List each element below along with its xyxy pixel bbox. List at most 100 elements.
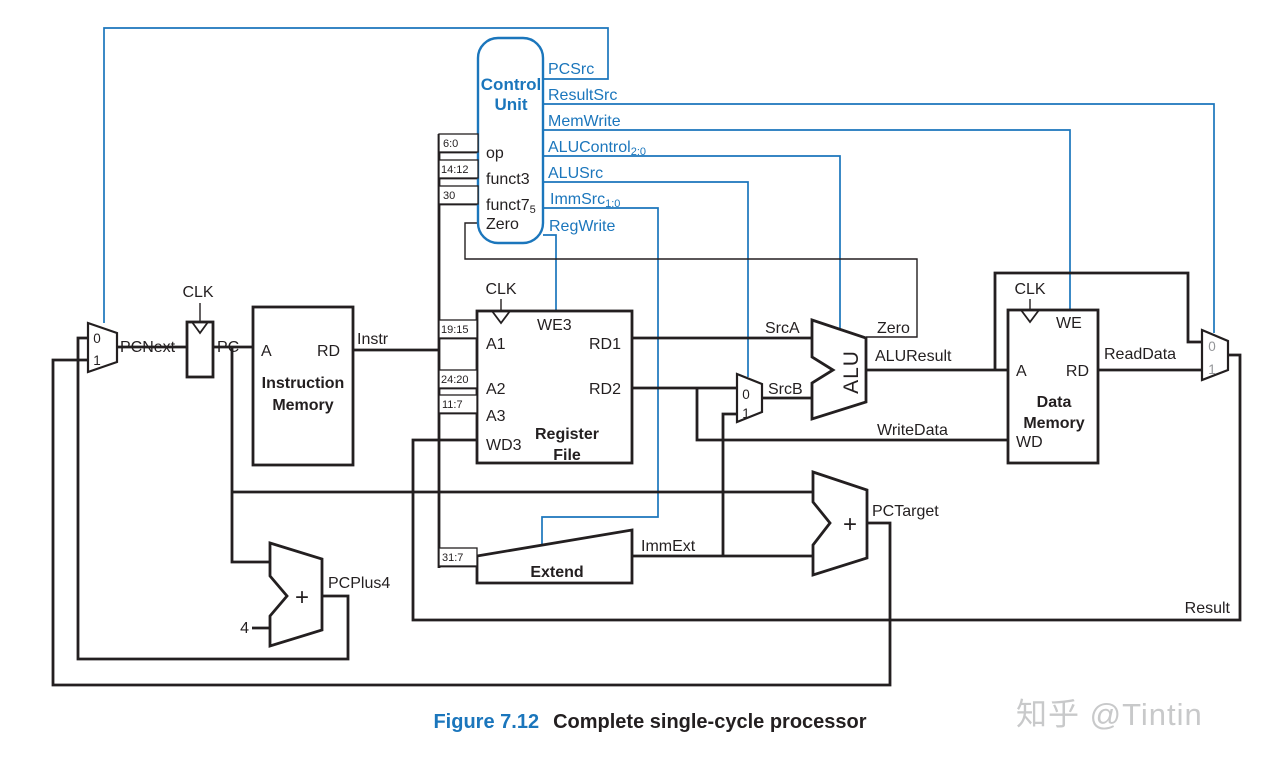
- imem-port-a: A: [261, 343, 272, 360]
- wire-writedata: [695, 388, 1008, 442]
- signal-aluresult: ALUResult: [875, 348, 952, 365]
- signal-readdata: ReadData: [1104, 346, 1176, 363]
- clock-wedge-pc: [191, 321, 209, 335]
- rf-port-a3: A3: [486, 408, 506, 425]
- wire-pcplus4: [76, 336, 350, 661]
- extend-unit-shape: [475, 528, 634, 585]
- wire-zero-loop: [464, 222, 918, 338]
- components: [86, 36, 1230, 648]
- signal-immext: ImmExt: [641, 538, 696, 555]
- execute-labels: SrcA 0 1 SrcB ALU Zero ALUResult WriteDa…: [742, 320, 952, 439]
- pcplus4-adder: [268, 541, 324, 648]
- pc-mux-0: 0: [93, 331, 101, 346]
- rf-port-rd2: RD2: [589, 381, 621, 398]
- instruction-memory-labels: A RD Instruction Memory Instr: [261, 331, 389, 414]
- wire-resultsrc: [543, 103, 1215, 333]
- pctarget-plus-sign: +: [843, 511, 857, 538]
- rf-port-a2: A2: [486, 381, 506, 398]
- imem-name-1: Instruction: [262, 375, 345, 392]
- bitfield-a2-label: 24:20: [441, 374, 469, 386]
- cu-port-zero: Zero: [486, 216, 519, 233]
- dm-port-wd: WD: [1016, 434, 1043, 451]
- cu-port-funct3: funct3: [486, 171, 530, 188]
- result-mux-0: 0: [1208, 339, 1216, 354]
- control-unit-title-2: Unit: [494, 95, 527, 114]
- signal-writedata: WriteData: [877, 422, 948, 439]
- dm-port-rd: RD: [1066, 363, 1089, 380]
- pctarget-adder: [811, 470, 869, 577]
- extend-labels: Extend ImmExt: [530, 538, 695, 581]
- wire-memwrite: [543, 129, 1071, 310]
- bitfield-funct7-label: 30: [443, 190, 455, 202]
- watermark: 知乎 @Tintin: [1016, 697, 1203, 732]
- constant-four: 4: [240, 620, 249, 637]
- bitfield-a1-box: [438, 319, 478, 339]
- fetch-labels: CLK 0 1 PCNext PC 4 + PCPlus4 + PCTarget: [93, 284, 939, 637]
- bitfield-op-label: 6:0: [443, 138, 458, 150]
- control-unit-title-1: Control: [481, 75, 541, 94]
- control-unit-labels: Control Unit op funct3 funct75 Zero PCSr…: [481, 61, 646, 235]
- result-mux: [1200, 328, 1230, 382]
- figure-caption-title: Complete single-cycle processor: [553, 711, 867, 733]
- clk-label-pc: CLK: [182, 284, 213, 301]
- rf-port-a1: A1: [486, 336, 506, 353]
- bitfield-boxes: 6:0 14:12 30 19:15 24:20 11:7 31:7: [438, 133, 479, 567]
- dm-port-we: WE: [1056, 315, 1082, 332]
- srcb-mux-0: 0: [742, 387, 750, 402]
- signal-regwrite: RegWrite: [549, 218, 615, 235]
- signal-srcb: SrcB: [768, 381, 803, 398]
- alu-shape: [810, 318, 868, 421]
- wire-pctarget: [51, 358, 892, 687]
- signal-immsrc: ImmSrc1:0: [550, 191, 620, 210]
- wire-bitfield-stubs: [439, 150, 478, 568]
- wire-alucontrol: [543, 155, 841, 329]
- memory-labels: CLK WE A RD WD Data Memory ReadData 0 1 …: [1014, 281, 1230, 617]
- srcb-mux: [735, 372, 764, 424]
- signal-pctarget: PCTarget: [872, 503, 939, 520]
- imem-port-rd: RD: [317, 343, 340, 360]
- clock-wedge-regfile: [491, 310, 511, 325]
- pc-mux: [86, 321, 119, 374]
- result-mux-1: 1: [1208, 362, 1216, 377]
- cu-port-op: op: [486, 145, 504, 162]
- control-wires: [103, 27, 1215, 545]
- pcplus4-plus-sign: +: [295, 584, 309, 611]
- bitfield-funct3-label: 14:12: [441, 164, 469, 176]
- instruction-memory-box: [251, 305, 355, 467]
- signal-zero: Zero: [877, 320, 910, 337]
- srcb-mux-1: 1: [742, 406, 750, 421]
- bitfield-a2-box: [438, 369, 478, 389]
- wire-regwrite: [543, 234, 557, 311]
- figure-caption-number: Figure 7.12: [433, 711, 539, 733]
- wire-result: [411, 353, 1242, 622]
- bitfield-a3-box: [438, 394, 478, 414]
- pc-mux-1: 1: [93, 353, 101, 368]
- bitfield-op-box: [438, 133, 479, 153]
- signal-memwrite: MemWrite: [548, 113, 621, 130]
- signal-resultsrc: ResultSrc: [548, 87, 617, 104]
- signal-result: Result: [1185, 600, 1231, 617]
- bitfield-a3-label: 11:7: [442, 399, 463, 411]
- clk-label-regfile: CLK: [485, 281, 516, 298]
- cu-port-funct7: funct75: [486, 197, 536, 216]
- rf-name-2: File: [553, 447, 581, 464]
- signal-pcplus4: PCPlus4: [328, 575, 390, 592]
- dm-port-a: A: [1016, 363, 1027, 380]
- extend-name: Extend: [530, 564, 583, 581]
- wire-pc-branch: [230, 347, 270, 564]
- dm-name-1: Data: [1037, 394, 1072, 411]
- clk-label-datamem: CLK: [1014, 281, 1045, 298]
- rf-name-1: Register: [535, 426, 599, 443]
- bitfield-ext-label: 31:7: [442, 552, 463, 564]
- wire-immsrc: [541, 207, 659, 545]
- clock-wedge-datamem: [1020, 309, 1040, 324]
- wire-alusrc: [543, 181, 749, 377]
- wire-aluresult-bypass: [993, 271, 1202, 370]
- signal-alusrc: ALUSrc: [548, 165, 603, 182]
- rf-port-we3: WE3: [537, 317, 572, 334]
- bitfield-funct3-box: [438, 159, 479, 179]
- signal-pcnext: PCNext: [120, 339, 176, 356]
- rf-port-rd1: RD1: [589, 336, 621, 353]
